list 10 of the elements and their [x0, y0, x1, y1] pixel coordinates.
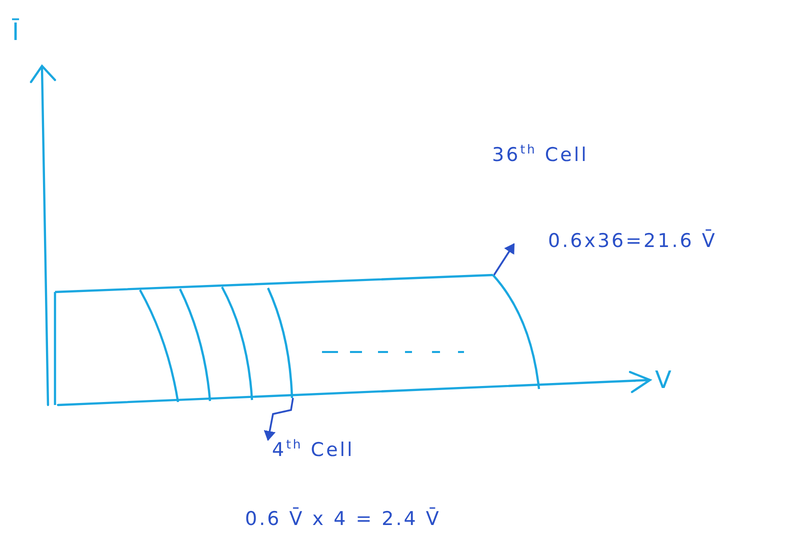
axis-label: Ī — [12, 18, 22, 46]
formula-text: 0.6 V̄ x 4 = 2.4 V̄ — [245, 508, 441, 530]
cell-curve — [491, 272, 543, 392]
leader-line — [264, 398, 294, 441]
cell-label: 0.6x36=21.6 V̄ — [548, 230, 717, 252]
cell-label: 36$^{th}$ Cell — [492, 144, 588, 166]
axis-label: V — [655, 366, 674, 394]
cell-curve — [266, 286, 296, 400]
cell-label: 4$^{th}$ Cell — [272, 439, 354, 462]
leader-line — [493, 243, 515, 276]
